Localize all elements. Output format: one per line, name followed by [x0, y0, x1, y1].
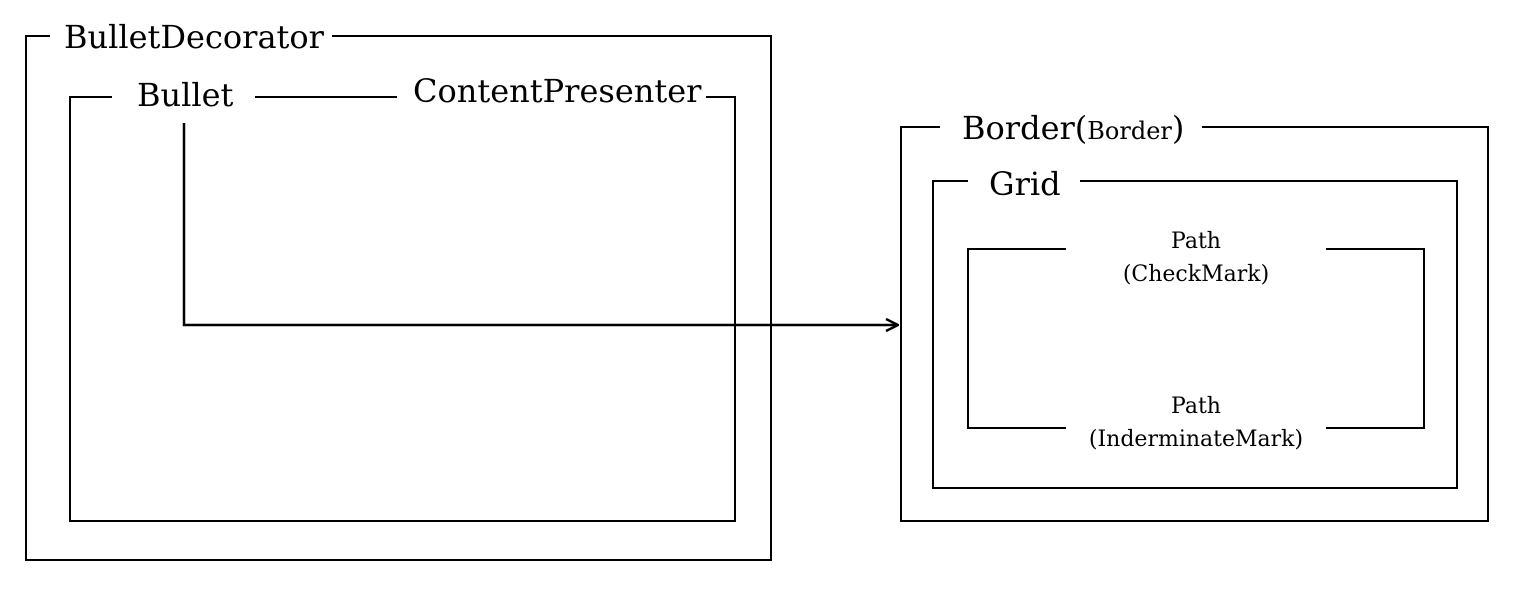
border-box: Border(Border) — [900, 109, 1489, 522]
path-checkmark-label-line1: Path — [1171, 229, 1221, 254]
bullet-decorator-label: BulletDecorator — [64, 18, 325, 56]
grid-label: Grid — [989, 165, 1061, 203]
bullet-label: Bullet — [137, 76, 234, 114]
grid-box: Grid — [932, 165, 1458, 489]
path-indeterminate-label-line2: (InderminateMark) — [1089, 427, 1303, 452]
bullet-content-box: Bullet ContentPresenter — [69, 72, 736, 522]
content-presenter-label: ContentPresenter — [413, 72, 702, 110]
path-box: Path (CheckMark) Path (InderminateMark) — [967, 229, 1425, 452]
border-label: Border(Border) — [962, 109, 1184, 147]
path-checkmark-label-line2: (CheckMark) — [1123, 262, 1269, 287]
bullet-decorator-box: BulletDecorator — [25, 18, 772, 561]
bullet-connector-arrow — [182, 123, 898, 325]
path-indeterminate-label-line1: Path — [1171, 394, 1221, 419]
